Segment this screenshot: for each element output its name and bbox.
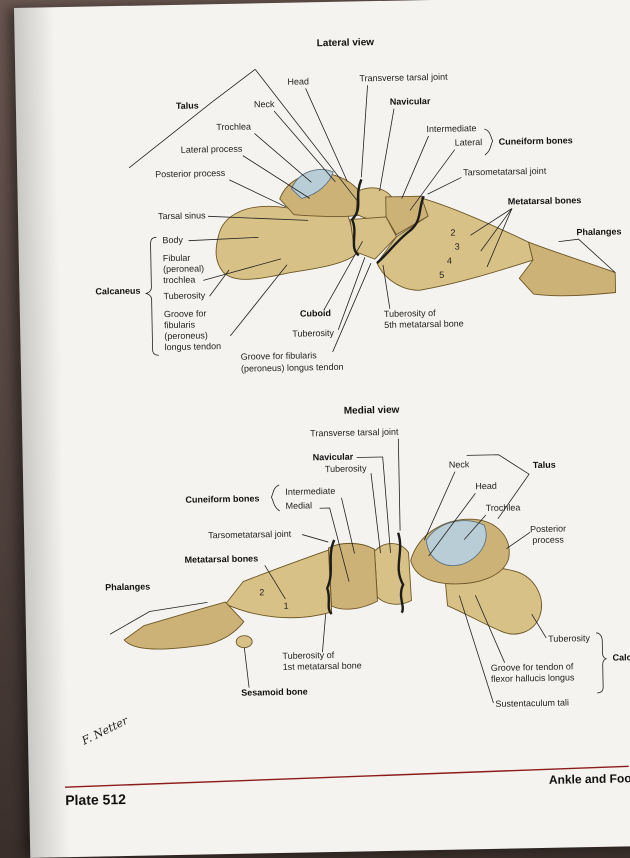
lateral-transverse-tarsal-joint-line (350, 178, 363, 257)
medial-label-cuneiform-bones: Cuneiform bones (185, 493, 259, 504)
medial-label-posterior-process-2: process (532, 535, 564, 546)
medial-label-intermediate: Intermediate (285, 486, 335, 497)
lateral-talus-trochlea-cartilage (290, 169, 334, 200)
medial-label-tarsometatarsal-joint: Tarsometatarsal joint (208, 529, 292, 541)
medial-transverse-tarsal-joint-line (396, 532, 405, 614)
lateral-label-groove-cuboid-2: (peroneus) longus tendon (241, 362, 344, 374)
lateral-label-tuberosity: Tuberosity (163, 290, 205, 301)
lateral-label-groove-cuboid-1: Groove for fibularis (241, 350, 318, 361)
medial-view-title: Medial view (344, 405, 400, 417)
lateral-label-transverse-tarsal-joint: Transverse tarsal joint (359, 72, 448, 84)
lateral-talus-bracket-end (254, 69, 359, 202)
medial-label-groove-fhl-1: Groove for tendon of (491, 661, 574, 673)
lateral-tarsometatarsal-joint-line (376, 195, 425, 264)
lateral-labels: Talus Head Transverse tarsal joint Neck … (95, 69, 622, 374)
lateral-cuneiform-brace (484, 128, 494, 156)
artist-signature: F. Netter (79, 714, 131, 748)
medial-metatarsal-number-1: 1 (283, 601, 288, 611)
lateral-metatarsal-number-3: 3 (455, 241, 460, 251)
lateral-phalanges-bracket (558, 238, 616, 273)
footer-rule (64, 765, 629, 788)
medial-label-tuberosity-1st-2: 1st metatarsal bone (283, 660, 362, 672)
medial-label-phalanges: Phalanges (105, 581, 150, 592)
lateral-label-lateral: Lateral (455, 137, 483, 148)
lateral-label-tarsal-sinus: Tarsal sinus (158, 210, 206, 221)
lateral-talus-bracket (128, 69, 256, 169)
lateral-metatarsal-number-4: 4 (447, 256, 452, 266)
medial-label-head: Head (475, 481, 497, 491)
lateral-label-head: Head (287, 76, 309, 86)
plate-illustration: Lateral view Talus Head Transverse tarsa… (64, 37, 630, 808)
lateral-label-calcaneus: Calcaneus (95, 286, 140, 297)
lateral-label-phalanges: Phalanges (576, 226, 621, 237)
medial-label-calc-tuberosity: Tuberosity (548, 633, 590, 644)
medial-labels: Transverse tarsal joint Navicular Tubero… (105, 427, 630, 709)
lateral-label-cuneiform-bones: Cuneiform bones (499, 135, 573, 146)
medial-phalanges-bracket (109, 602, 208, 635)
medial-calcaneus-brace (596, 632, 607, 694)
lateral-label-body: Body (162, 235, 183, 245)
lateral-label-neck: Neck (254, 99, 275, 109)
medial-label-metatarsal-bones: Metatarsal bones (185, 553, 259, 564)
lateral-metatarsal-number-5: 5 (439, 270, 444, 280)
lateral-label-tarsometatarsal-joint: Tarsometatarsal joint (463, 166, 547, 178)
lateral-label-trochlea: Trochlea (216, 121, 251, 132)
lateral-label-talus: Talus (176, 100, 199, 110)
medial-label-navicular: Navicular (313, 452, 354, 463)
medial-foot-illustration (123, 518, 542, 650)
medial-label-navicular-tuberosity: Tuberosity (325, 463, 367, 474)
medial-talus-bracket (466, 454, 530, 520)
running-title: Ankle and Foot (549, 771, 630, 787)
lateral-label-cuboid: Cuboid (300, 308, 331, 319)
plate-number: Plate 512 (65, 791, 126, 808)
medial-cuneiforms-shape (327, 542, 378, 610)
medial-label-transverse-tarsal-joint: Transverse tarsal joint (310, 427, 399, 439)
medial-navicular-shape (374, 543, 412, 605)
lateral-label-tuberosity-5th-2: 5th metatarsal bone (384, 318, 464, 330)
medial-label-medial: Medial (286, 500, 313, 511)
lateral-foot-illustration (215, 169, 617, 297)
medial-label-sustentaculum-tali: Sustentaculum tali (495, 697, 569, 708)
lateral-label-posterior-process: Posterior process (155, 168, 226, 179)
lateral-cuneiforms-shape (385, 195, 429, 236)
lateral-label-groove-2: fibularis (164, 320, 196, 331)
lateral-label-cuboid-tuberosity: Tuberosity (292, 328, 334, 339)
lateral-label-fibular-trochlea-3: trochlea (163, 275, 195, 286)
lateral-metatarsals-shape (376, 197, 534, 291)
lateral-label-fibular-trochlea-1: Fibular (163, 253, 191, 264)
medial-label-talus: Talus (533, 460, 556, 470)
medial-sesamoid-shape (235, 635, 253, 649)
lateral-label-lateral-process: Lateral process (181, 144, 243, 155)
medial-label-groove-fhl-2: flexor hallucis longus (491, 672, 575, 684)
lateral-label-navicular: Navicular (390, 96, 431, 107)
medial-label-posterior-process-1: Posterior (530, 523, 566, 534)
medial-label-calcaneus: Calcaneus (612, 652, 630, 663)
lateral-label-groove-3: (peroneus) (164, 330, 208, 341)
medial-label-neck: Neck (449, 459, 470, 469)
medial-label-sesamoid-bone: Sesamoid bone (241, 686, 308, 697)
medial-label-trochlea: Trochlea (486, 502, 521, 513)
lateral-calcaneus-shape (215, 205, 360, 280)
lateral-label-fibular-trochlea-2: (peroneal) (163, 263, 204, 274)
medial-phalanges-shape (123, 601, 245, 650)
medial-cuneiform-brace (270, 484, 280, 512)
lateral-label-groove-4: longus tendon (164, 341, 221, 352)
medial-metatarsal-number-2: 2 (259, 587, 264, 597)
lateral-label-metatarsal-bones: Metatarsal bones (508, 195, 582, 206)
book-page: Lateral view Talus Head Transverse tarsa… (14, 0, 630, 858)
lateral-label-groove-1: Groove for (164, 308, 207, 319)
lateral-calcaneus-brace (145, 236, 159, 356)
lateral-view-title: Lateral view (317, 37, 375, 49)
lateral-label-intermediate: Intermediate (426, 123, 476, 134)
medial-label-tuberosity-1st-1: Tuberosity of (282, 650, 334, 661)
lateral-metatarsal-number-2: 2 (450, 228, 455, 238)
lateral-label-tuberosity-5th-1: Tuberosity of (384, 308, 436, 319)
medial-tarsometatarsal-joint-line (325, 539, 336, 615)
lateral-phalanges-shape (518, 241, 617, 297)
